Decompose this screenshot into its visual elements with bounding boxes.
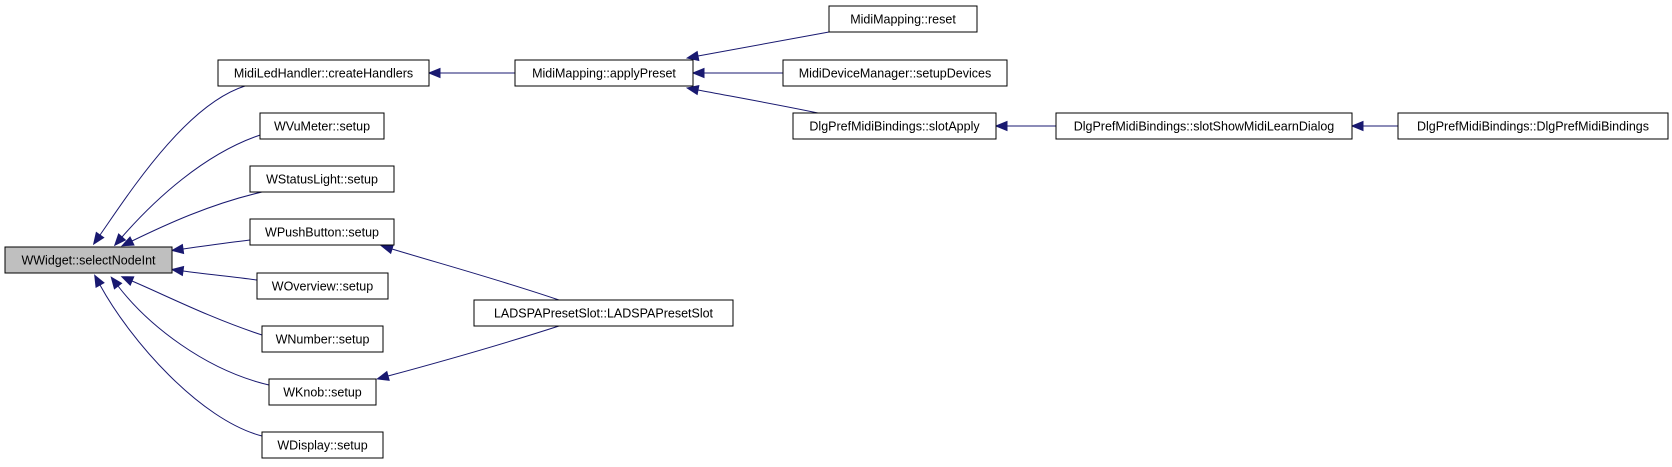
edge-slotApply-to-applyPreset [685, 84, 819, 114]
node-ladspa[interactable]: LADSPAPresetSlot::LADSPAPresetSlot [473, 299, 734, 327]
edge-applyPreset-to-createHandlers [427, 67, 515, 79]
node-box [792, 112, 997, 140]
edge-line [697, 31, 830, 57]
node-label: MidiDeviceManager::setupDevices [799, 67, 991, 81]
node-display[interactable]: WDisplay::setup [261, 431, 384, 459]
arrowhead [170, 243, 185, 255]
edge-number-to-selectNodeInt [120, 276, 263, 336]
node-box [1055, 112, 1353, 140]
node-layer: WWidget::selectNodeInt MidiLedHandler::cr… [4, 5, 1669, 459]
node-box [261, 431, 384, 459]
node-label: MidiLedHandler::createHandlers [234, 67, 413, 81]
arrowhead [110, 276, 123, 290]
node-box [268, 378, 377, 406]
edge-line [182, 239, 251, 250]
edge-line [391, 248, 560, 301]
node-label: WWidget::selectNodeInt [21, 254, 156, 268]
node-box [782, 59, 1008, 87]
edge-line [121, 131, 271, 238]
node-reset[interactable]: MidiMapping::reset [828, 5, 978, 33]
edge-statusLight-to-selectNodeInt [120, 191, 263, 247]
node-label: LADSPAPresetSlot::LADSPAPresetSlot [494, 307, 714, 321]
node-applyPreset[interactable]: MidiMapping::applyPreset [514, 59, 694, 87]
node-label: WNumber::setup [276, 333, 370, 347]
arrowhead [113, 233, 127, 247]
node-label: WDisplay::setup [277, 439, 367, 453]
node-box [1397, 112, 1669, 140]
edge-layer [92, 31, 1398, 437]
arrowhead [120, 236, 135, 247]
edge-line [117, 285, 270, 386]
node-box [261, 325, 384, 353]
edge-line [697, 89, 819, 114]
node-label: WKnob::setup [283, 386, 362, 400]
node-createHandlers[interactable]: MidiLedHandler::createHandlers [217, 59, 430, 87]
edge-line [99, 284, 263, 437]
edge-vuMeter-to-selectNodeInt [113, 131, 271, 247]
node-label: WPushButton::setup [265, 226, 379, 240]
node-box [249, 165, 395, 193]
edge-line [99, 85, 246, 236]
node-number[interactable]: WNumber::setup [261, 325, 384, 353]
arrowhead [92, 231, 105, 246]
node-box [256, 272, 389, 300]
node-box [473, 299, 734, 327]
edge-slotShow-to-slotApply [994, 120, 1056, 132]
edge-line [182, 270, 258, 281]
edge-knob-to-selectNodeInt [110, 276, 270, 386]
node-label: WVuMeter::setup [274, 120, 370, 134]
arrowhead [94, 274, 105, 288]
arrowhead [170, 265, 185, 277]
edge-display-to-selectNodeInt [94, 274, 263, 437]
node-vuMeter[interactable]: WVuMeter::setup [259, 112, 385, 140]
node-label: DlgPrefMidiBindings::DlgPrefMidiBindings [1417, 120, 1649, 134]
node-knob[interactable]: WKnob::setup [268, 378, 377, 406]
arrowhead [380, 244, 394, 255]
edge-reset-to-applyPreset [685, 31, 830, 62]
edge-ladspa-to-pushButton [380, 244, 560, 301]
edge-createHandlers-to-selectNodeInt [92, 85, 246, 246]
edge-overview-to-selectNodeInt [170, 265, 258, 281]
edge-line [387, 325, 560, 377]
node-label: MidiMapping::reset [850, 13, 956, 27]
node-box [828, 5, 978, 33]
node-slotShow[interactable]: DlgPrefMidiBindings::slotShowMidiLearnDi… [1055, 112, 1353, 140]
edge-pushButton-to-selectNodeInt [170, 239, 251, 255]
edge-line [131, 191, 263, 242]
node-overview[interactable]: WOverview::setup [256, 272, 389, 300]
arrowhead [685, 84, 700, 96]
arrowhead [685, 50, 700, 62]
node-setupDevices[interactable]: MidiDeviceManager::setupDevices [782, 59, 1008, 87]
node-label: DlgPrefMidiBindings::slotShowMidiLearnDi… [1074, 120, 1335, 134]
edge-line [131, 280, 263, 336]
edge-ladspa-to-knob [376, 325, 560, 381]
arrowhead [691, 67, 705, 79]
edge-setupDevices-to-applyPreset [691, 67, 783, 79]
arrowhead [1350, 120, 1364, 132]
node-label: DlgPrefMidiBindings::slotApply [809, 120, 980, 134]
node-pushButton[interactable]: WPushButton::setup [249, 218, 395, 246]
node-box [259, 112, 385, 140]
node-box [4, 246, 173, 274]
arrowhead [120, 276, 135, 287]
arrowhead [376, 370, 390, 381]
edge-ctor-to-slotShow [1350, 120, 1398, 132]
node-box [514, 59, 694, 87]
node-slotApply[interactable]: DlgPrefMidiBindings::slotApply [792, 112, 997, 140]
node-selectNodeInt[interactable]: WWidget::selectNodeInt [4, 246, 173, 274]
node-label: WStatusLight::setup [266, 173, 378, 187]
node-statusLight[interactable]: WStatusLight::setup [249, 165, 395, 193]
node-box [249, 218, 395, 246]
node-ctor[interactable]: DlgPrefMidiBindings::DlgPrefMidiBindings [1397, 112, 1669, 140]
node-label: WOverview::setup [272, 280, 373, 294]
node-label: MidiMapping::applyPreset [532, 67, 676, 81]
node-box [217, 59, 430, 87]
arrowhead [994, 120, 1008, 132]
arrowhead [427, 67, 441, 79]
